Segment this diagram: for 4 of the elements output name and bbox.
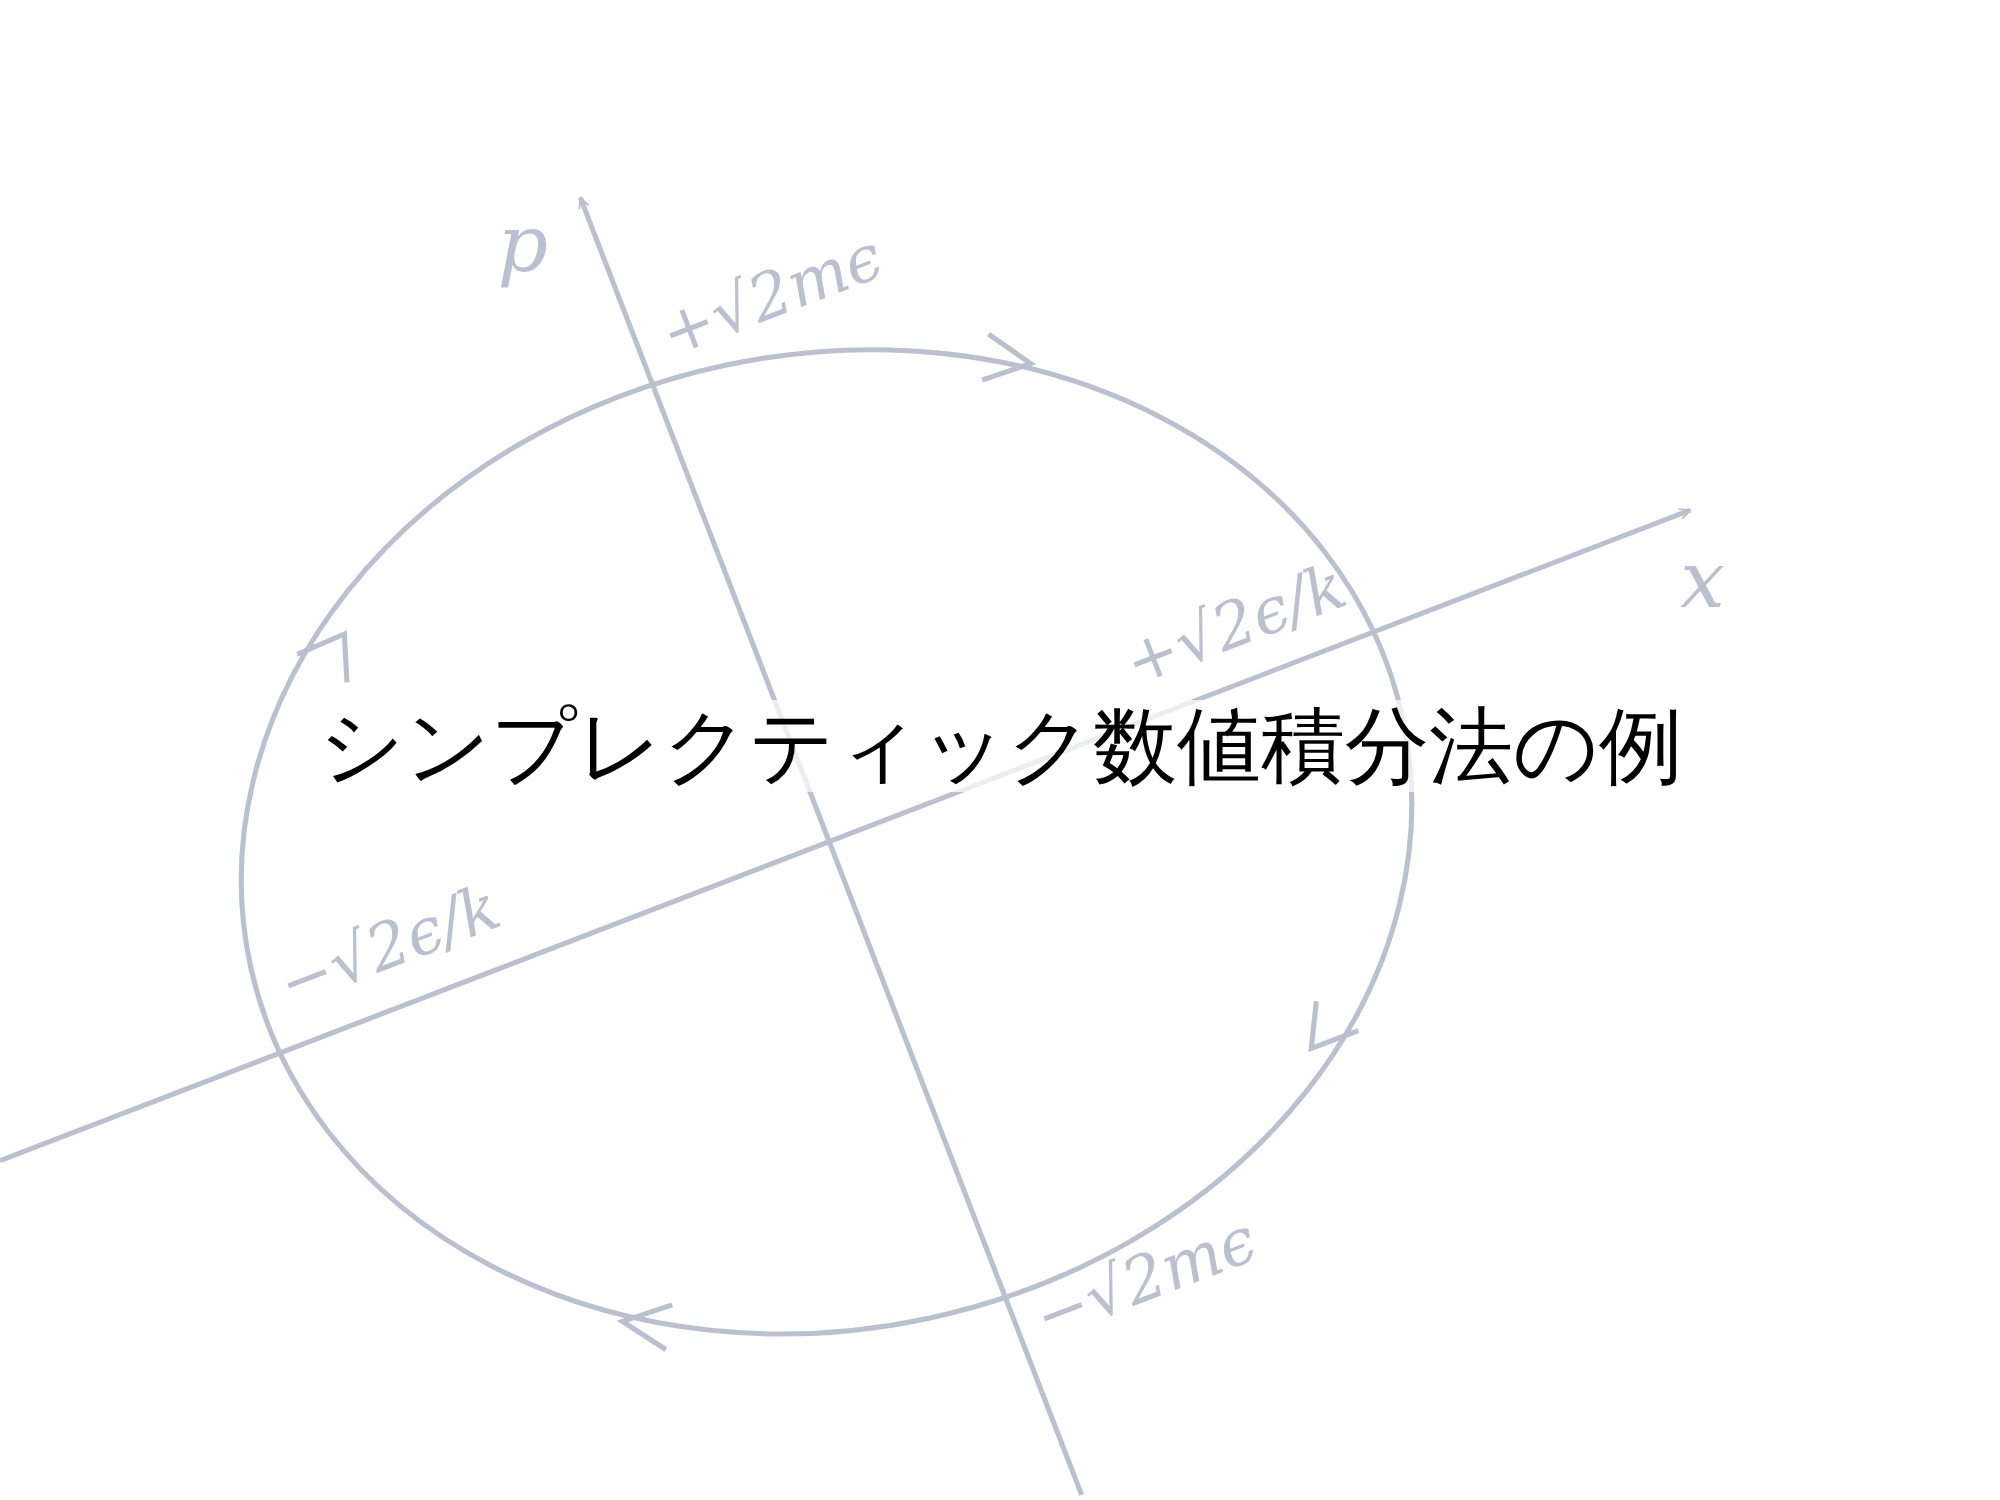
tick-label: −√2ϵ/k: [270, 875, 509, 1018]
tick-label: −√2mϵ: [1026, 1208, 1265, 1351]
axis-label: x: [1680, 540, 1725, 620]
tick-label: +√2mϵ: [652, 224, 891, 367]
